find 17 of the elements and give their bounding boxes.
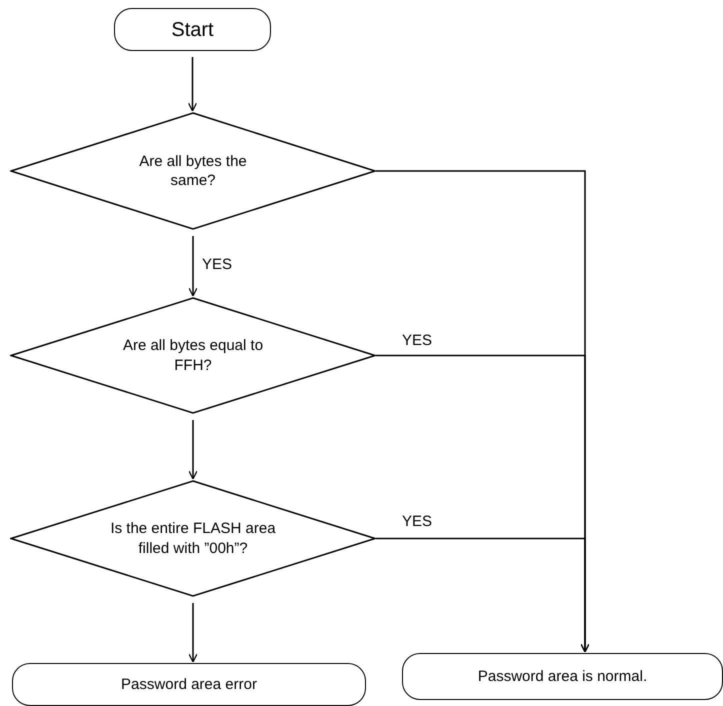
node-label: Are all bytes equal to FFH?: [122, 336, 264, 375]
arrow: [376, 538, 590, 653]
terminal-box: [402, 653, 723, 700]
decision-diamond: [10, 480, 376, 597]
terminal-box: [114, 8, 271, 51]
arrow: [188, 57, 198, 112]
node-label: Start: [171, 18, 214, 42]
decision-diamond: [10, 112, 376, 230]
arrow: [188, 420, 198, 480]
arrow: [188, 236, 198, 297]
arrow: [188, 603, 198, 663]
node-label: Password area error: [121, 674, 257, 694]
node-label: Are all bytes the same?: [138, 152, 248, 190]
terminal-box: [12, 663, 366, 706]
decision-diamond: [10, 297, 376, 414]
node-label: Password area is normal.: [478, 666, 648, 686]
node-label: Is the entire FLASH area filled with ”00h”?: [109, 519, 277, 558]
